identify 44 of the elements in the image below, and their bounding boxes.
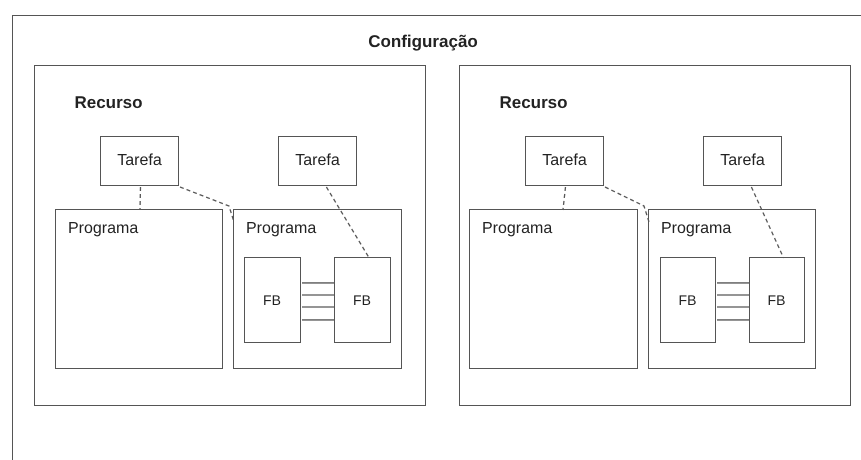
program-label: Programa — [661, 220, 732, 238]
function-block-box — [748, 256, 804, 342]
function-block-box — [660, 256, 716, 342]
task-box — [525, 136, 604, 186]
function-block-label: FB — [766, 292, 786, 308]
function-block-label: FB — [678, 292, 698, 308]
connector-line — [717, 319, 750, 321]
program-box — [648, 209, 816, 369]
task-label: Tarefa — [541, 152, 588, 170]
task-label: Tarefa — [116, 152, 163, 170]
connector-line — [717, 306, 750, 308]
dashed-connector — [562, 186, 566, 210]
function-block-label: FB — [262, 292, 282, 308]
dashed-connector — [180, 186, 235, 222]
program-box — [469, 209, 638, 369]
dashed-connector — [139, 186, 142, 210]
program-label: Programa — [482, 220, 552, 238]
connector-line — [302, 294, 335, 296]
program-label: Programa — [68, 220, 138, 238]
connector-line — [302, 306, 335, 308]
resource-box — [458, 64, 850, 406]
dashed-connector — [604, 186, 650, 222]
function-block-box — [244, 256, 300, 342]
task-label: Tarefa — [294, 152, 341, 170]
program-box — [233, 209, 402, 369]
connector-line — [302, 319, 335, 321]
connector-line — [717, 282, 750, 284]
resource-heading: Recurso — [74, 92, 143, 112]
connector-line — [302, 282, 335, 284]
dashed-connector — [750, 186, 784, 258]
task-box — [100, 136, 179, 186]
resource-box — [34, 64, 426, 406]
task-label: Tarefa — [719, 152, 766, 170]
configuration-box — [12, 15, 861, 460]
resource-heading: Recurso — [500, 92, 568, 112]
task-box — [278, 136, 357, 186]
function-block-box — [334, 256, 390, 342]
function-block-label: FB — [352, 292, 372, 308]
diagram-heading: Configuração — [367, 32, 479, 52]
connector-line — [717, 294, 750, 296]
task-box — [703, 136, 782, 186]
dashed-connector — [326, 186, 370, 258]
program-box — [55, 209, 223, 369]
program-label: Programa — [246, 220, 316, 238]
